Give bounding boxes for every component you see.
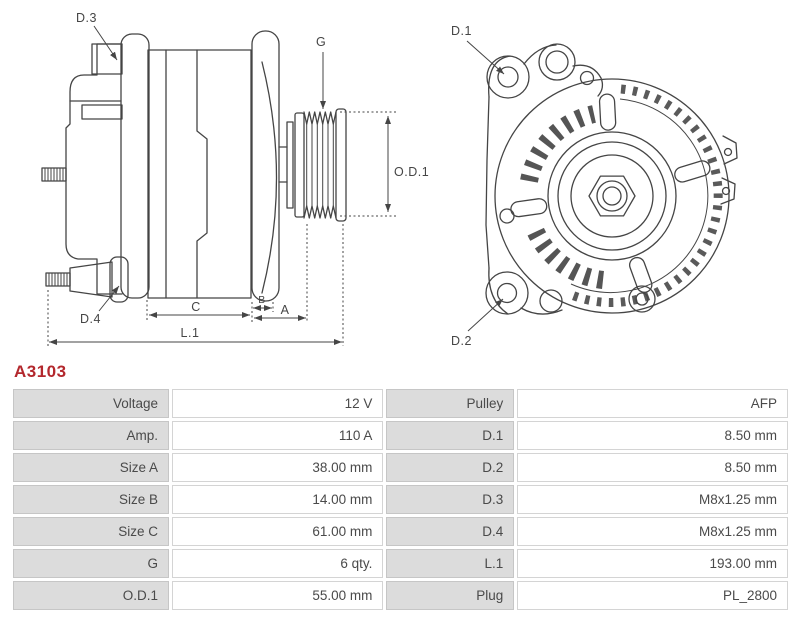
- dim-label-d3: D.3: [76, 11, 97, 25]
- spec-value-cell: 61.00 mm: [172, 517, 384, 546]
- spec-value-cell: 6 qty.: [172, 549, 384, 578]
- spec-label-cell: D.2: [386, 453, 515, 482]
- mounting-hole-d1: [486, 55, 530, 99]
- part-number: A3103: [14, 362, 67, 381]
- housing-teeth: [565, 84, 723, 307]
- side-view: D.3 G D.4 O.D.1 C B: [41, 11, 429, 346]
- spec-label-cell: Pulley: [386, 389, 515, 418]
- dim-label-od1: O.D.1: [394, 165, 429, 179]
- spec-value-cell: M8x1.25 mm: [517, 517, 788, 546]
- spec-value-cell: M8x1.25 mm: [517, 485, 788, 514]
- spec-label-cell: D.3: [386, 485, 515, 514]
- spec-value-cell: 14.00 mm: [172, 485, 384, 514]
- d3-leader-line: [93, 25, 118, 61]
- pulley: [294, 108, 347, 222]
- spec-label-cell: G: [13, 549, 170, 578]
- spec-value-cell: 193.00 mm: [517, 549, 788, 578]
- dim-label-b: B: [258, 294, 266, 306]
- spec-label-cell: Voltage: [13, 389, 170, 418]
- spec-label-cell: D.1: [386, 421, 515, 450]
- spec-label-cell: D.4: [386, 517, 515, 546]
- dim-label-d1: D.1: [451, 24, 472, 38]
- dim-label-d2: D.2: [451, 334, 472, 348]
- rear-boss: [91, 43, 123, 75]
- dim-label-d4: D.4: [80, 312, 101, 326]
- vent-slots-upper: [520, 105, 597, 183]
- spec-value-cell: 12 V: [172, 389, 384, 418]
- spec-value-cell: AFP: [517, 389, 788, 418]
- dim-label-c: C: [191, 300, 201, 314]
- vent-slots-lower: [524, 221, 605, 289]
- spec-value-cell: 110 A: [172, 421, 384, 450]
- d1-leader-line: [466, 40, 505, 75]
- front-view: D.1 D.2: [451, 24, 738, 348]
- dim-label-l1: L.1: [181, 326, 200, 340]
- spec-label-cell: O.D.1: [13, 581, 170, 610]
- shaft-nut: [588, 175, 636, 217]
- technical-drawing: D.3 G D.4 O.D.1 C B: [41, 11, 738, 348]
- d4-leader-line: [98, 285, 120, 312]
- d2-leader-line: [467, 298, 504, 332]
- spec-value-cell: 8.50 mm: [517, 421, 788, 450]
- dim-label-g: G: [316, 35, 326, 49]
- spec-value-cell: 8.50 mm: [517, 453, 788, 482]
- spec-label-cell: Amp.: [13, 421, 170, 450]
- dim-label-a: A: [281, 303, 290, 317]
- alternator-diagram-svg: D.3 G D.4 O.D.1 C B: [41, 11, 738, 348]
- fan-spokes: [510, 93, 711, 293]
- spec-value-cell: 55.00 mm: [172, 581, 384, 610]
- spec-label-cell: Size B: [13, 485, 170, 514]
- spec-label-cell: Size A: [13, 453, 170, 482]
- spec-label-cell: Size C: [13, 517, 170, 546]
- spec-label-cell: Plug: [386, 581, 515, 610]
- spec-value-cell: 38.00 mm: [172, 453, 384, 482]
- spec-value-cell: PL_2800: [517, 581, 788, 610]
- spec-label-cell: L.1: [386, 549, 515, 578]
